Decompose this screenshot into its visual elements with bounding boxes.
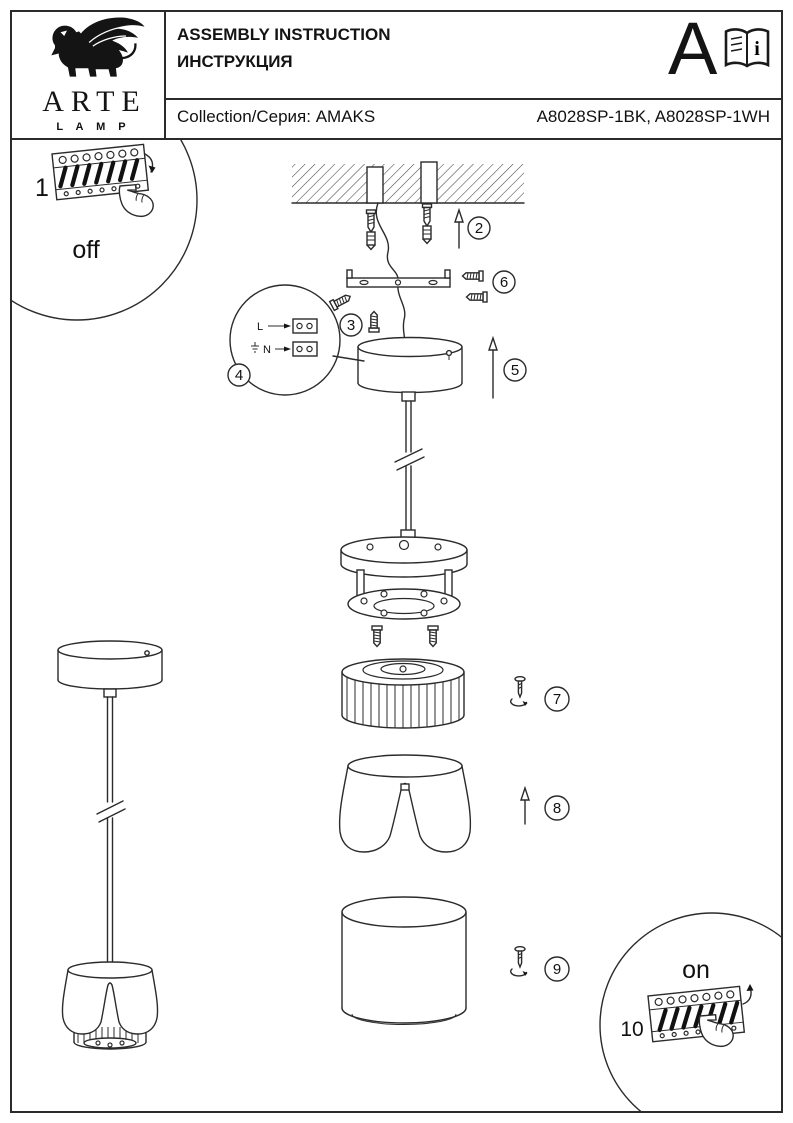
header-vertical-divider	[164, 10, 166, 140]
svg-text:8: 8	[553, 800, 561, 817]
suspension-rod	[394, 400, 425, 531]
assembly-diagram: 1 off 2	[12, 140, 783, 1111]
svg-text:6: 6	[500, 274, 508, 291]
screw-in-icon	[510, 946, 529, 977]
step-9-badge: 9	[544, 956, 570, 982]
step-6-screws	[461, 270, 488, 303]
title-ru: ИНСТРУКЦИЯ	[177, 52, 293, 72]
svg-text:2: 2	[475, 220, 483, 237]
cylinder-shade	[341, 896, 467, 1025]
brand-logo: ARTE L A M P	[22, 12, 160, 133]
drill-hole	[366, 166, 384, 204]
step-8-arrow	[520, 785, 530, 825]
header-divider-1	[164, 98, 783, 100]
step-5-badge: 5	[503, 358, 527, 382]
mounting-bracket	[346, 269, 451, 288]
mounting-plate-assembly	[340, 529, 468, 648]
step-7-badge: 7	[544, 686, 570, 712]
manual-book-icon: i	[724, 28, 770, 68]
brand-subtitle: L A M P	[56, 121, 131, 133]
tulip-shade	[338, 754, 472, 853]
svg-text:5: 5	[511, 362, 519, 379]
ceiling	[291, 161, 525, 204]
screw-in-icon	[510, 676, 529, 707]
header-divider-2	[10, 138, 783, 140]
step-3-badge: 3	[339, 313, 363, 337]
step-4-badge: 4	[227, 363, 251, 387]
step-2-arrow	[454, 207, 464, 249]
winged-lion-icon	[51, 17, 145, 77]
collection-label: Collection/Серия: AMAKS	[177, 107, 376, 126]
model-numbers: A8028SP-1BK, A8028SP-1WH	[536, 107, 770, 126]
lamp-ring	[73, 1025, 147, 1050]
canopy	[357, 336, 463, 402]
svg-text:9: 9	[553, 961, 561, 978]
step-1-callout: 1 off	[12, 140, 198, 321]
step-6-badge: 6	[492, 270, 516, 294]
svg-text:3: 3	[347, 317, 355, 334]
ceiling-hatch	[292, 164, 524, 203]
led-module	[341, 658, 465, 729]
power-cable	[375, 202, 406, 344]
step-10-callout: on 10	[599, 912, 783, 1111]
drill-hole	[420, 161, 438, 204]
step-1-number: 1	[35, 174, 49, 202]
brand-name: ARTE	[42, 85, 147, 118]
ground-symbol-icon	[251, 342, 259, 353]
line-terminal-label: L	[257, 321, 263, 333]
title-en: ASSEMBLY INSTRUCTION	[177, 25, 391, 44]
header-titles: ASSEMBLY INSTRUCTION ИНСТРУКЦИЯ	[177, 21, 390, 75]
step-2-badge: 2	[467, 216, 491, 240]
power-on-label: on	[682, 956, 710, 984]
step-8-badge: 8	[544, 795, 570, 821]
format-letter: A	[668, 7, 718, 90]
neutral-terminal-label: N	[263, 344, 271, 356]
power-off-label: off	[72, 236, 99, 264]
svg-text:4: 4	[235, 367, 243, 384]
wiring-callout: L N	[229, 284, 365, 396]
assembled-lamp	[57, 640, 163, 1050]
info-glyph: i	[754, 38, 760, 60]
step-10-number: 10	[620, 1018, 643, 1041]
svg-text:7: 7	[553, 691, 561, 708]
step-5-arrow	[488, 335, 498, 399]
